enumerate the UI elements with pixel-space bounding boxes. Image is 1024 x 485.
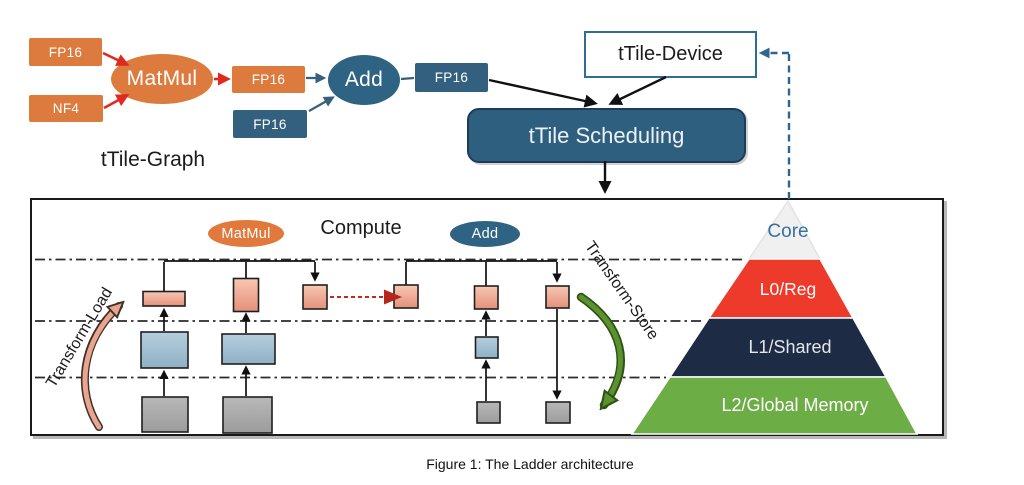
- pyramid-l2-section: [630, 376, 919, 435]
- reg-tile-2: [232, 277, 260, 313]
- matmul-output-box: FP16: [232, 66, 305, 93]
- transform-store-arrow: [578, 294, 623, 406]
- arrow-graph-to-scheduling: [488, 78, 598, 108]
- pyramid-l2-label: L2/Global Memory: [721, 395, 869, 415]
- tile-columns: [140, 277, 571, 434]
- reg-forward-head: [384, 289, 402, 305]
- shared-tile-1: [140, 331, 189, 369]
- ttile-device-box: tTile-Device: [584, 31, 757, 78]
- reg-tile-6: [545, 285, 570, 309]
- tile-arrows: [159, 307, 562, 401]
- global-tile-2: [222, 396, 273, 434]
- global-tile-6: [545, 401, 571, 424]
- global-tile-5: [476, 401, 501, 424]
- compute-label: Compute: [320, 217, 402, 239]
- ttile-graph-label: tTile-Graph: [100, 148, 206, 171]
- memory-pyramid: [630, 199, 919, 435]
- add-output-box: FP16: [415, 63, 488, 92]
- memory-level-lines: [35, 258, 742, 379]
- transform-load-arrow: [82, 304, 121, 430]
- arrow-nf4-to-matmul: [103, 94, 130, 110]
- arrow-fp16b-to-add: [308, 96, 335, 112]
- reg-forward-arrow: [330, 289, 402, 305]
- pyramid-l0-label: L0/Reg: [759, 279, 817, 299]
- shared-tile-2: [221, 333, 276, 365]
- compute-matmul-badge: MatMul: [208, 220, 284, 247]
- pyramid-l1-label: L1/Shared: [748, 337, 832, 357]
- curved-arrows: [80, 292, 625, 431]
- ttile-scheduling-box: tTile Scheduling: [467, 108, 746, 163]
- add-node: Add: [328, 55, 400, 105]
- shared-tile-5: [474, 336, 499, 359]
- reg-tile-3: [302, 284, 328, 310]
- line-add-to-fp16: [400, 76, 415, 81]
- compute-connectors: [163, 260, 562, 292]
- fp16-input-box: FP16: [29, 38, 102, 66]
- pyramid-core-label: Core: [767, 221, 809, 242]
- reg-tile-1: [142, 290, 186, 307]
- global-tile-1: [141, 396, 189, 433]
- arrow-fp16-to-matmul: [102, 51, 130, 66]
- reg-tile-5: [473, 285, 499, 310]
- compute-add-badge: Add: [450, 221, 520, 247]
- graph-arrows: [102, 47, 791, 199]
- add-input-box: FP16: [233, 110, 307, 138]
- arrow-device-to-scheduling: [608, 75, 667, 105]
- figure-caption: Figure 1: The Ladder architecture: [426, 456, 634, 472]
- nf4-input-box: NF4: [29, 95, 103, 122]
